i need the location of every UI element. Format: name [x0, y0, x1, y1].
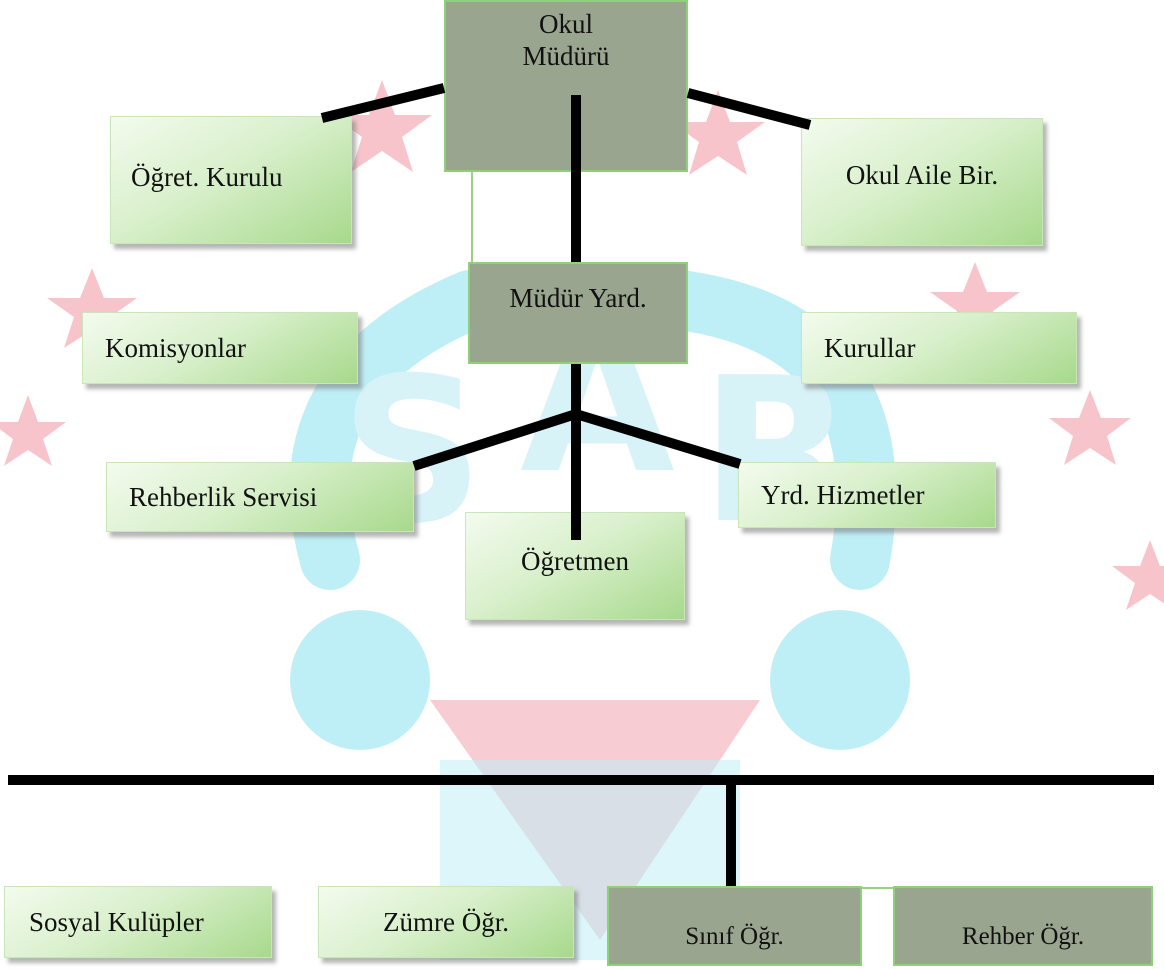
- watermark-star: [0, 395, 66, 466]
- watermark-star: [332, 80, 432, 172]
- mudur-yard-box: Müdür Yard.: [468, 262, 688, 364]
- sosyal-kulupler-box: Sosyal Kulüpler: [4, 886, 272, 958]
- komisyonlar-box: Komisyonlar: [82, 312, 358, 384]
- ogret-kurulu-box: Öğret. Kurulu: [110, 116, 352, 244]
- ogret-kurulu-label: Öğret. Kurulu: [131, 162, 283, 192]
- yrd-hizmetler-box: Yrd. Hizmetler: [738, 462, 996, 528]
- okul-muduru-label-line1: Okul: [539, 9, 593, 39]
- watermark-dot: [290, 610, 430, 750]
- watermark-star: [930, 262, 1020, 342]
- zumre-ogr-label: Zümre Öğr.: [383, 906, 509, 937]
- zumre-ogr-box: Zümre Öğr.: [318, 886, 574, 958]
- kurullar-box: Kurullar: [801, 312, 1077, 384]
- connector-okul-ogret: [320, 83, 446, 123]
- rehberlik-servisi-box: Rehberlik Servisi: [106, 462, 414, 532]
- watermark-dot: [770, 610, 910, 750]
- okul-muduru-box: Okul Müdürü: [444, 0, 688, 172]
- sinif-ogr-label: Sınıf Öğr.: [685, 923, 784, 950]
- okul-aile-bir-box: Okul Aile Bir.: [801, 118, 1043, 246]
- rehber-ogr-box: Rehber Öğr.: [893, 886, 1153, 966]
- connector-to-yrd: [574, 409, 742, 469]
- ogretmen-box: Öğretmen: [465, 512, 685, 620]
- connector-okul-aile: [686, 88, 812, 130]
- okul-aile-bir-label: Okul Aile Bir.: [845, 160, 999, 190]
- watermark-star: [47, 268, 137, 348]
- watermark-star: [1112, 540, 1164, 610]
- sinif-ogr-box: Sınıf Öğr.: [607, 886, 862, 966]
- ogretmen-label: Öğretmen: [521, 546, 629, 576]
- rehberlik-servisi-label: Rehberlik Servisi: [129, 481, 318, 512]
- yrd-hizmetler-label: Yrd. Hizmetler: [761, 480, 925, 510]
- watermark-star: [1049, 390, 1131, 465]
- kurullar-label: Kurullar: [824, 332, 916, 363]
- sosyal-kulupler-label: Sosyal Kulüpler: [29, 906, 204, 937]
- rehber-ogr-label: Rehber Öğr.: [961, 923, 1085, 950]
- mudur-yard-label: Müdür Yard.: [509, 283, 647, 313]
- komisyonlar-label: Komisyonlar: [105, 332, 246, 363]
- watermark-star: [671, 90, 765, 175]
- connector-to-rehberlik: [412, 409, 578, 471]
- okul-muduru-label-line2: Müdürü: [522, 41, 610, 72]
